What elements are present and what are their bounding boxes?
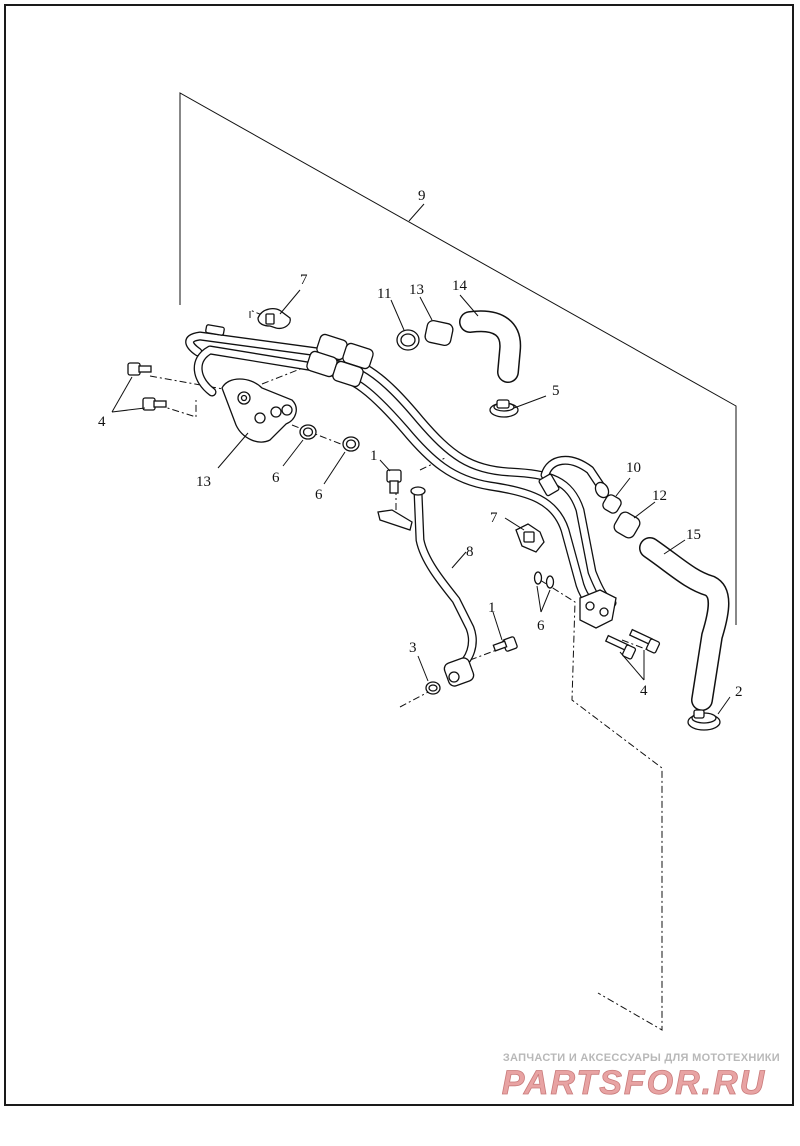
callout-7-upper: 7 [300, 272, 308, 288]
leader-lines [111, 203, 731, 715]
callout-8: 8 [466, 544, 474, 560]
hose-15 [639, 537, 730, 711]
callout-10: 10 [626, 460, 641, 476]
callout-15: 15 [686, 527, 701, 543]
clip-7-upper [257, 307, 291, 330]
assembly-bracket-9 [179, 92, 737, 625]
bolt-4-right-upper [628, 628, 661, 654]
bolt-1-upper [386, 469, 402, 494]
callout-2: 2 [735, 684, 743, 700]
sleeve-13-upper [424, 320, 454, 346]
watermark-tagline: ЗАПЧАСТИ И АКСЕССУАРЫ ДЛЯ МОТОТЕХНИКИ [502, 1052, 780, 1064]
callout-14: 14 [452, 278, 468, 294]
o-ring-6-b [342, 436, 360, 452]
oil-line-8 [377, 486, 477, 687]
center-lines [149, 309, 663, 1031]
ring-11 [396, 329, 420, 351]
ring-10 [602, 494, 622, 514]
callout-labels: 9 7 11 13 14 5 4 13 6 6 1 10 12 15 7 8 1… [98, 188, 743, 700]
bolt-4-left-lower [142, 397, 167, 411]
callout-9: 9 [418, 188, 426, 204]
o-ring-6-a [299, 424, 317, 440]
callout-5: 5 [552, 383, 560, 399]
oil-line-assembly-9 [185, 324, 617, 613]
callout-13-upper: 13 [409, 282, 424, 298]
callout-1-lower: 1 [488, 600, 496, 616]
callout-6-b: 6 [315, 487, 323, 503]
bolt-4-right-lower [604, 634, 637, 660]
washer-3 [425, 681, 441, 695]
callout-6-c: 6 [537, 618, 545, 634]
callout-1-upper: 1 [370, 448, 378, 464]
watermark-logo: PARTSFOR.RU [501, 1064, 766, 1102]
clamp-5 [489, 399, 519, 418]
callout-13-lower: 13 [196, 474, 211, 490]
callout-7-lower: 7 [490, 510, 498, 526]
watermark-logo-text: PARTSFOR.RU [502, 1064, 766, 1102]
sleeve-12 [613, 511, 641, 539]
hose-14 [459, 310, 522, 383]
callout-4-left: 4 [98, 414, 106, 430]
manifold-block-right [579, 589, 617, 629]
bolt-4-left-upper [127, 362, 152, 376]
callout-12: 12 [652, 488, 667, 504]
clip-7-lower [515, 523, 545, 553]
callout-4-right: 4 [640, 683, 648, 699]
callout-6-a: 6 [272, 470, 280, 486]
clamp-2 [687, 709, 721, 731]
callout-3: 3 [409, 640, 417, 656]
o-ring-6-c [533, 571, 555, 589]
callout-11: 11 [377, 286, 391, 302]
bolt-1-lower [492, 636, 518, 652]
manifold-flange-13 [221, 378, 297, 443]
